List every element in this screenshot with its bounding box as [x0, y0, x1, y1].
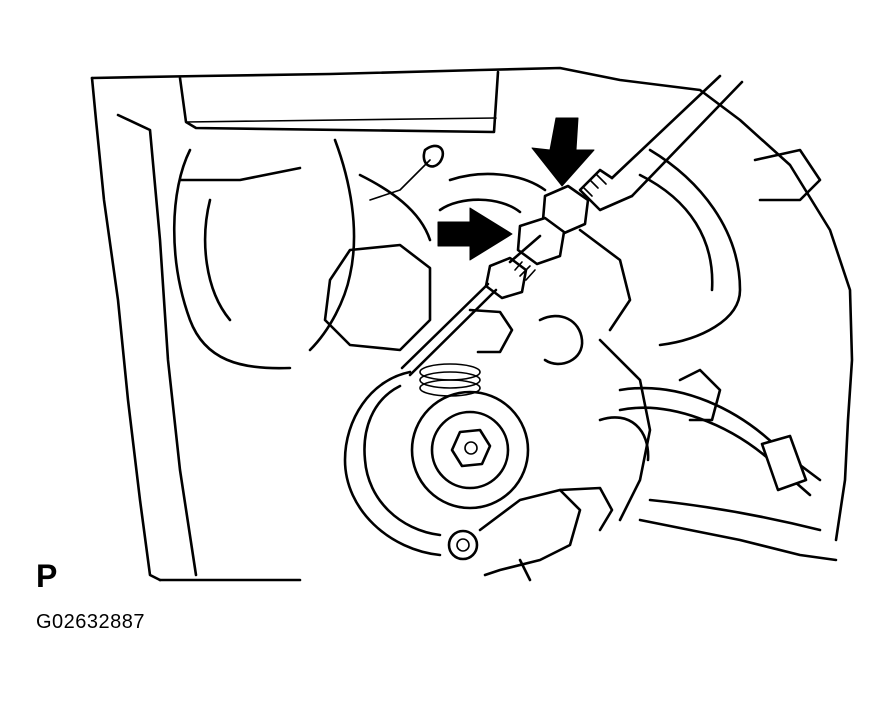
- lower-fittings: [447, 486, 614, 582]
- adjusting-nuts: [484, 184, 590, 300]
- arrow-right-icon: [437, 207, 513, 261]
- view-label: P: [36, 558, 58, 594]
- lower-right-lines: [638, 498, 838, 562]
- upper-bracket: [178, 70, 500, 134]
- throttle-cam: [343, 370, 530, 557]
- right-hoses: [618, 148, 822, 497]
- engine-bay-outline: [90, 66, 854, 582]
- arrow-down-icon: [531, 117, 595, 187]
- hose-clip: [369, 144, 445, 201]
- throttle-body: [323, 172, 652, 522]
- air-duct: [172, 138, 432, 370]
- return-spring: [419, 363, 481, 397]
- cable-inner-wire: [400, 282, 498, 377]
- throttle-cable: [578, 74, 744, 212]
- figure-code: G02632887: [36, 611, 146, 633]
